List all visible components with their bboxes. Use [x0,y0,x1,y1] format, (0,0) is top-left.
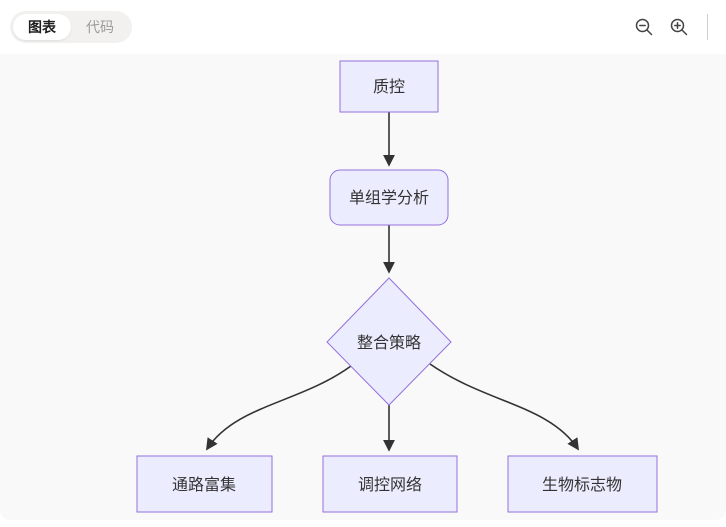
edge-integration-to-pathway [206,365,352,451]
node-single-omics: 单组学分析 [329,169,449,226]
diagram-canvas[interactable]: 质控 单组学分析 整合策略 通路富集 调控网络 生物标志物 [0,54,726,520]
toolbar: 图表 代码 [0,0,726,54]
node-network: 调控网络 [322,455,458,513]
tab-code[interactable]: 代码 [71,14,129,40]
zoom-out-button[interactable] [634,17,654,37]
zoom-in-button[interactable] [669,17,689,37]
node-qc-label: 质控 [373,78,405,96]
node-integration-label: 整合策略 [357,334,421,352]
view-switcher: 图表 代码 [10,11,132,43]
node-qc: 质控 [339,60,439,113]
node-network-label: 调控网络 [358,475,422,494]
node-biomarker-label: 生物标志物 [542,476,622,494]
zoom-controls [634,14,708,40]
zoom-in-icon [670,18,688,36]
zoom-out-icon [635,18,653,36]
node-pathway-label: 通路富集 [172,476,236,494]
node-biomarker: 生物标志物 [507,455,658,513]
toolbar-divider [707,14,708,40]
node-pathway: 通路富集 [136,455,273,513]
edge-integration-to-biomarker [429,363,579,451]
node-single-omics-label: 单组学分析 [349,189,429,207]
flowchart-svg: 质控 单组学分析 整合策略 通路富集 调控网络 生物标志物 [136,60,658,513]
node-integration: 整合策略 [326,277,452,406]
tab-chart[interactable]: 图表 [13,14,71,40]
